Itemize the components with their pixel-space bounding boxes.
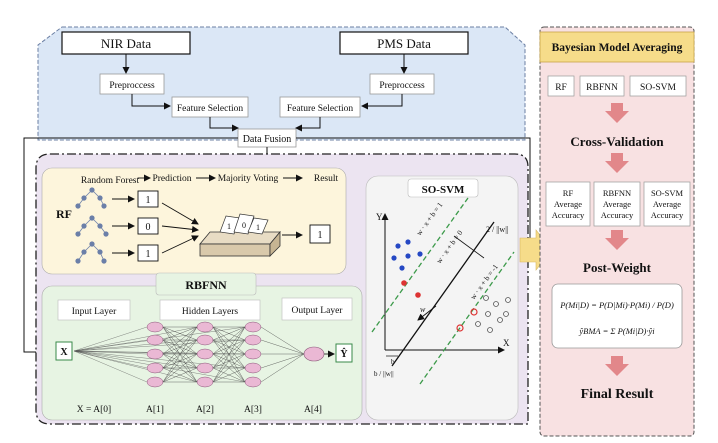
accuracy-text: RBFNN: [603, 188, 631, 198]
pms-feature-selection-label: Feature Selection: [287, 104, 353, 114]
hidden-node: [146, 321, 164, 333]
down-arrow-2: [605, 153, 629, 173]
accuracy-text: Accuracy: [601, 210, 634, 220]
hidden-node: [196, 348, 214, 360]
bma-model-sosvm: SO-SVM: [640, 83, 676, 93]
bma-panel: Bayesian Model Averaging RF RBFNN SO-SVM…: [539, 26, 695, 437]
layer-label-0: X = A[0]: [77, 405, 111, 415]
svm-y-axis: Y: [376, 212, 383, 222]
vote-2: 0: [146, 222, 151, 233]
bma-model-rf: RF: [555, 83, 567, 93]
rbfnn-label: RBFNN: [185, 278, 227, 292]
neural-network: [73, 321, 335, 388]
layer-label-1: A[1]: [146, 405, 164, 415]
accuracy-text: Average: [653, 199, 681, 209]
svm-support-vector-1: [401, 280, 407, 286]
output-layer-label: Output Layer: [292, 306, 344, 316]
svm-class-negative: [475, 295, 511, 333]
hidden-node: [196, 321, 214, 333]
random-forest-label: Random Forest: [81, 176, 140, 186]
output-node: [303, 346, 325, 362]
ballot-3: 1: [256, 223, 260, 232]
data-fusion-panel: NIR Data PMS Data Preproccess Preprocces…: [37, 26, 526, 148]
rf-result-value: 1: [318, 230, 323, 241]
rf-label: RF: [56, 207, 72, 221]
layer-label-2: A[2]: [196, 405, 214, 415]
layer-label-4: A[4]: [304, 405, 322, 415]
data-fusion-label: Data Fusion: [243, 134, 292, 145]
hidden-node: [146, 376, 164, 388]
hidden-layers-label: Hidden Layers: [182, 307, 238, 317]
decision-tree-icons: [75, 187, 109, 264]
svm-x-axis: X: [503, 338, 510, 348]
hidden-node: [244, 334, 262, 346]
formula-bayes: P(Mi|D) = P(D|Mi)·P(Mi) / P(D): [559, 300, 674, 310]
accuracy-boxes: RFAverageAccuracyRBFNNAverageAccuracySO-…: [552, 188, 684, 220]
down-arrow-3: [605, 230, 629, 250]
nir-data-label: NIR Data: [101, 36, 151, 51]
formula-bma: ŷBMA = Σ P(Mi|D)·ŷi: [578, 326, 655, 336]
svm-support-vector-3: [470, 308, 478, 316]
accuracy-text: SO-SVM: [651, 188, 684, 198]
vote-3: 1: [146, 249, 151, 260]
svm-panel: [365, 175, 519, 421]
hidden-node: [196, 362, 214, 374]
pms-preprocess-label: Preproccess: [379, 81, 425, 91]
accuracy-text: RF: [563, 188, 574, 198]
result-label: Result: [314, 174, 339, 184]
svm-support-vector-4: [456, 324, 464, 332]
layer-label-3: A[3]: [244, 405, 262, 415]
svm-b-label: b: [391, 358, 395, 366]
accuracy-text: Accuracy: [651, 210, 684, 220]
hidden-node: [244, 362, 262, 374]
hidden-node: [196, 334, 214, 346]
svm-w-label: w: [420, 305, 426, 314]
hidden-node: [196, 376, 214, 388]
hidden-node: [146, 348, 164, 360]
svm-support-vector-2: [415, 292, 421, 298]
svm-margin-label: 2 / ||w||: [486, 225, 508, 234]
down-arrow-4: [605, 356, 629, 376]
hidden-node: [244, 348, 262, 360]
svm-bw-label: b / ||w||: [374, 370, 394, 378]
hidden-node: [244, 376, 262, 388]
majority-voting-label: Majority Voting: [218, 174, 279, 184]
models-panel: RF Random Forest Prediction Majority Vot…: [35, 153, 529, 425]
accuracy-text: Average: [554, 199, 582, 209]
post-weight-label: Post-Weight: [583, 260, 652, 275]
down-arrow-1: [605, 103, 629, 123]
hidden-node: [146, 362, 164, 374]
svm-class-positive: [391, 239, 423, 271]
hidden-node: [146, 334, 164, 346]
bma-model-rbfnn: RBFNN: [586, 83, 618, 93]
ballot-1: 1: [227, 222, 231, 231]
input-symbol: X: [60, 347, 68, 358]
ballot-box-icon: 1 0 1: [199, 213, 281, 257]
pms-data-label: PMS Data: [377, 36, 431, 51]
output-symbol: Ŷ: [340, 348, 348, 360]
svm-title: SO-SVM: [422, 184, 465, 196]
vote-1: 1: [146, 195, 151, 206]
hidden-node: [244, 321, 262, 333]
bma-title: Bayesian Model Averaging: [552, 42, 683, 54]
cross-validation-label: Cross-Validation: [570, 134, 664, 149]
input-layer-label: Input Layer: [72, 307, 117, 317]
ballot-2: 0: [242, 221, 246, 230]
accuracy-text: Accuracy: [552, 210, 585, 220]
final-result-label: Final Result: [581, 387, 654, 402]
nir-preprocess-label: Preproccess: [109, 81, 155, 91]
prediction-label: Prediction: [152, 174, 191, 184]
accuracy-text: Average: [603, 199, 631, 209]
nir-feature-selection-label: Feature Selection: [177, 104, 243, 114]
